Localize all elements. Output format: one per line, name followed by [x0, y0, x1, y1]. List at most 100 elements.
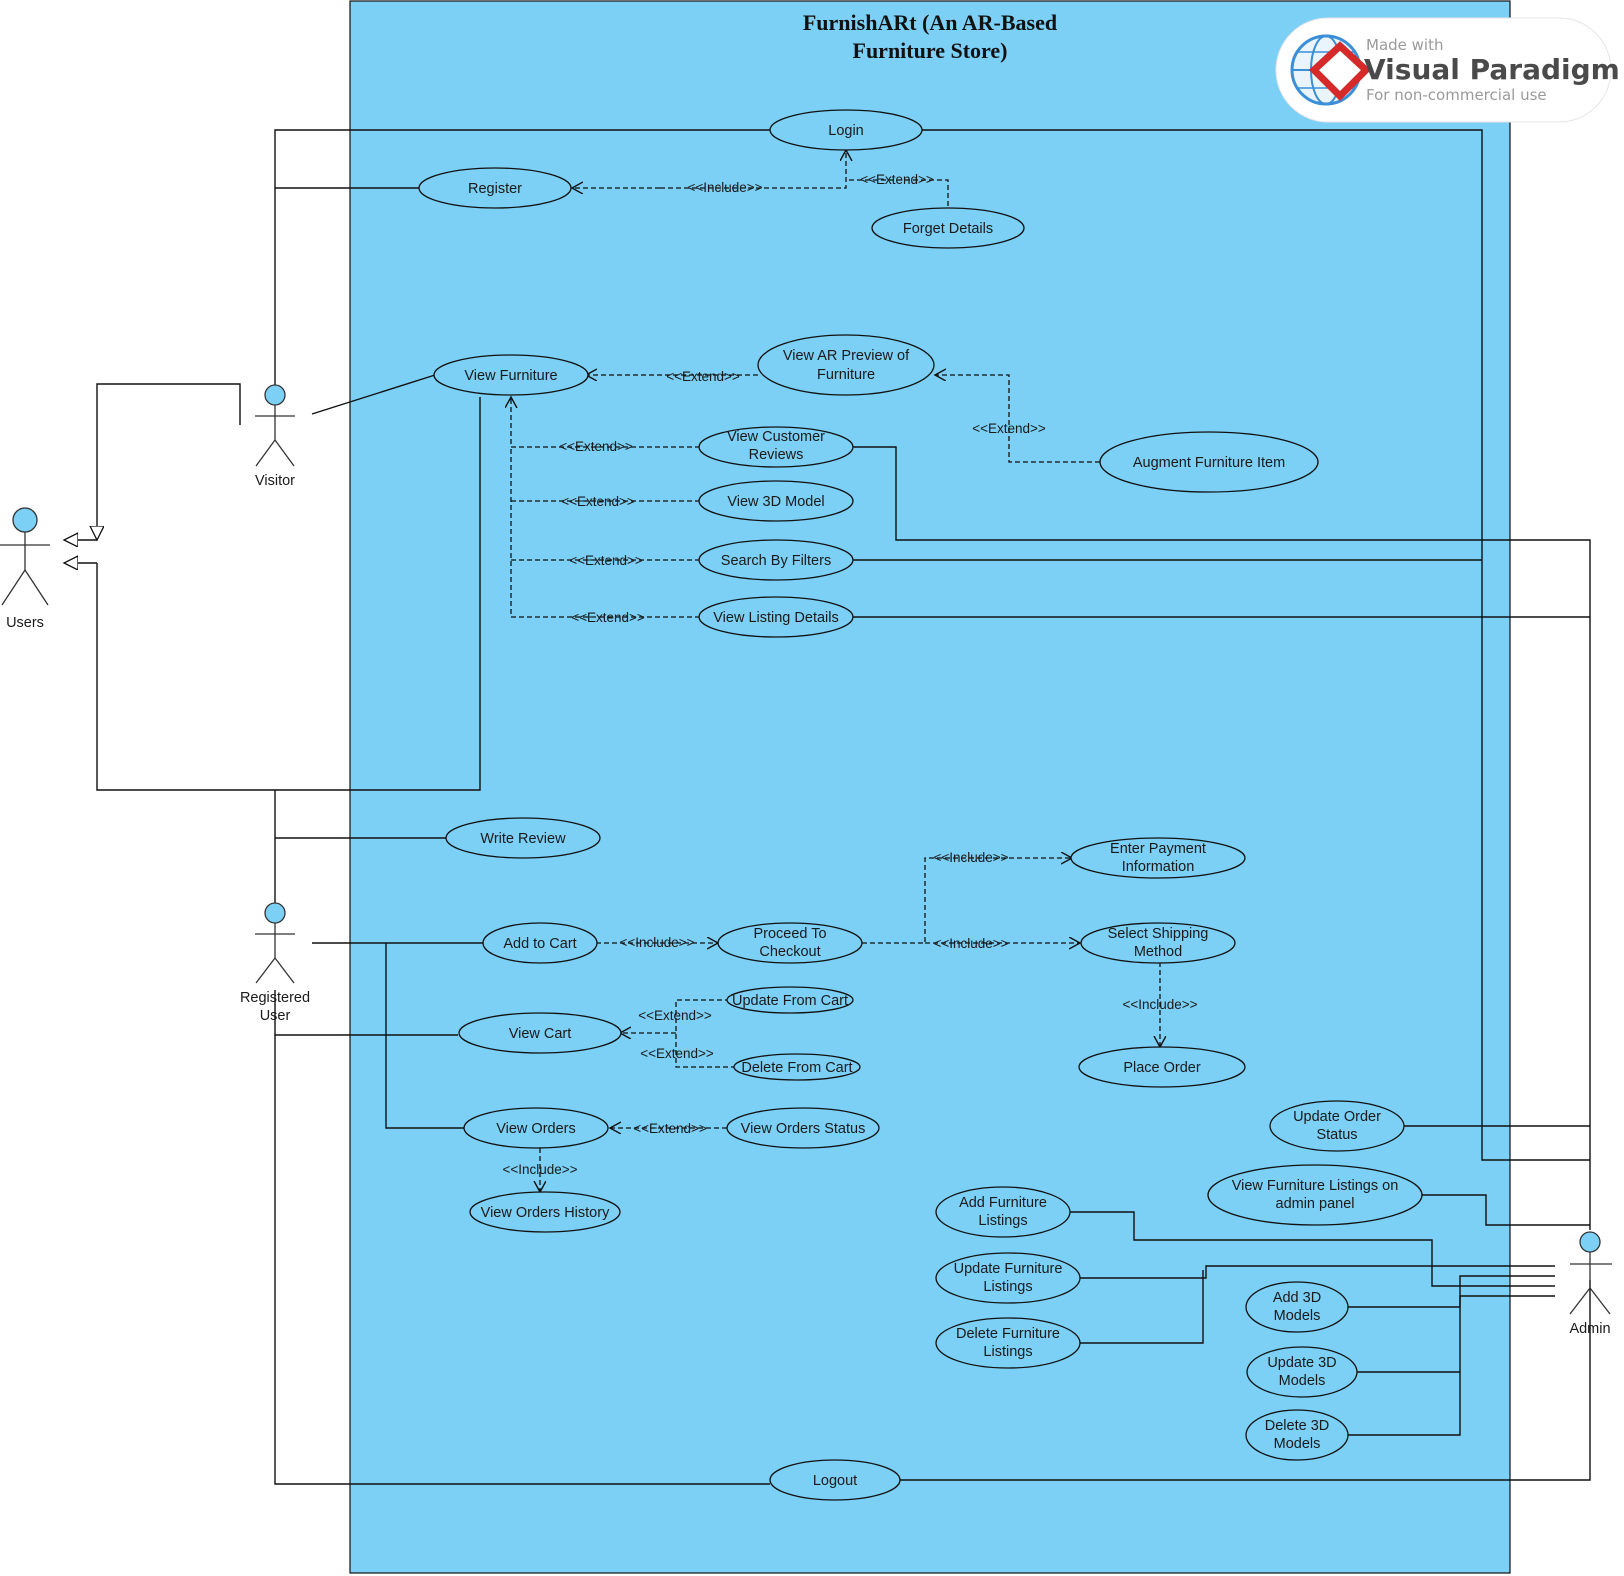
- extend-label-search: <<Extend>>: [569, 553, 643, 568]
- svg-text:View Cart: View Cart: [509, 1026, 572, 1042]
- dependencies: [511, 150, 1160, 1192]
- use-case-view-furniture[interactable]: View Furniture: [433, 354, 589, 396]
- svg-text:Admin: Admin: [1569, 1321, 1610, 1337]
- svg-text:Models: Models: [1274, 1436, 1321, 1452]
- extend-label-orders-status: <<Extend>>: [633, 1121, 707, 1136]
- use-case-delete-furniture-listings[interactable]: Delete Furniture Listings: [935, 1317, 1081, 1369]
- actor-registered-user[interactable]: Registered User: [240, 902, 310, 1024]
- svg-text:Enter Payment: Enter Payment: [1110, 841, 1206, 857]
- extend-label-delete-cart: <<Extend>>: [640, 1046, 714, 1061]
- extend-label-forget: <<Extend>>: [860, 172, 934, 187]
- use-case-enter-payment-information[interactable]: Enter Payment Information: [1070, 837, 1246, 879]
- svg-text:Delete From Cart: Delete From Cart: [741, 1060, 852, 1076]
- watermark-note: For non-commercial use: [1366, 86, 1547, 104]
- use-case-register[interactable]: Register: [418, 167, 572, 209]
- use-case-update-order-status[interactable]: Update Order Status: [1269, 1100, 1405, 1152]
- svg-text:admin panel: admin panel: [1276, 1196, 1355, 1212]
- use-case-view-ar-preview[interactable]: View AR Preview of Furniture: [757, 334, 935, 396]
- svg-text:Add 3D: Add 3D: [1273, 1290, 1321, 1306]
- actor-users[interactable]: Users: [0, 507, 50, 631]
- use-case-delete-from-cart[interactable]: Delete From Cart: [733, 1053, 861, 1081]
- use-case-augment-furniture-item[interactable]: Augment Furniture Item: [1099, 431, 1319, 493]
- include-label-orders-history: <<Include>>: [502, 1162, 577, 1177]
- use-case-add-furniture-listings[interactable]: Add Furniture Listings: [935, 1186, 1071, 1238]
- include-label-payment: <<Include>>: [933, 850, 1008, 865]
- use-case-view-cart[interactable]: View Cart: [458, 1012, 622, 1054]
- watermark-made-with: Made with: [1366, 36, 1443, 54]
- use-case-select-shipping-method[interactable]: Select Shipping Method: [1080, 922, 1236, 964]
- svg-text:View Orders History: View Orders History: [481, 1205, 610, 1221]
- use-case-view-orders-history[interactable]: View Orders History: [469, 1191, 621, 1233]
- visual-paradigm-logo-icon: [1290, 34, 1372, 106]
- svg-text:Method: Method: [1134, 944, 1182, 960]
- svg-text:Checkout: Checkout: [759, 944, 820, 960]
- svg-text:Add Furniture: Add Furniture: [959, 1195, 1047, 1211]
- svg-text:Listings: Listings: [983, 1279, 1032, 1295]
- svg-text:Augment Furniture Item: Augment Furniture Item: [1133, 455, 1285, 471]
- extend-label-listing: <<Extend>>: [571, 610, 645, 625]
- svg-text:Register: Register: [468, 181, 522, 197]
- svg-text:Furniture: Furniture: [817, 367, 875, 383]
- use-case-view-3d-model[interactable]: View 3D Model: [698, 480, 854, 522]
- svg-text:Users: Users: [6, 615, 44, 631]
- use-case-add-to-cart[interactable]: Add to Cart: [482, 922, 598, 964]
- use-case-add-3d-models[interactable]: Add 3D Models: [1245, 1281, 1349, 1333]
- svg-text:Update 3D: Update 3D: [1267, 1355, 1336, 1371]
- svg-text:View Customer: View Customer: [727, 429, 825, 445]
- use-case-view-customer-reviews[interactable]: View Customer Reviews: [698, 426, 854, 468]
- watermark-card: [1275, 17, 1612, 123]
- use-case-logout[interactable]: Logout: [769, 1459, 901, 1501]
- actor-visitor[interactable]: Visitor: [255, 384, 295, 489]
- svg-text:View Listing Details: View Listing Details: [713, 610, 838, 626]
- svg-text:Listings: Listings: [983, 1344, 1032, 1360]
- svg-text:Write Review: Write Review: [480, 831, 566, 847]
- svg-text:View 3D Model: View 3D Model: [727, 494, 824, 510]
- svg-text:Proceed To: Proceed To: [753, 926, 826, 942]
- associations: [64, 129, 1591, 1485]
- use-case-view-orders-status[interactable]: View Orders Status: [726, 1107, 880, 1149]
- include-label-shipping: <<Include>>: [933, 936, 1008, 951]
- use-case-update-3d-models[interactable]: Update 3D Models: [1246, 1346, 1358, 1398]
- svg-text:Registered: Registered: [240, 990, 310, 1006]
- extend-label-augment: <<Extend>>: [972, 421, 1046, 436]
- use-case-delete-3d-models[interactable]: Delete 3D Models: [1245, 1409, 1349, 1461]
- use-case-update-from-cart[interactable]: Update From Cart: [726, 986, 854, 1014]
- use-case-view-listing-details[interactable]: View Listing Details: [698, 596, 854, 638]
- use-case-login[interactable]: Login: [769, 109, 923, 151]
- use-case-view-furniture-listings-admin[interactable]: View Furniture Listings on admin panel: [1207, 1164, 1423, 1226]
- use-case-place-order[interactable]: Place Order: [1078, 1046, 1246, 1088]
- watermark-brand: Visual Paradigm: [1364, 53, 1620, 86]
- system-title-line1: FurnishARt (An AR-Based: [803, 10, 1057, 35]
- svg-text:Listings: Listings: [978, 1213, 1027, 1229]
- use-case-update-furniture-listings[interactable]: Update Furniture Listings: [935, 1252, 1081, 1304]
- svg-text:Select Shipping: Select Shipping: [1108, 926, 1209, 942]
- watermark: Made with Visual Paradigm For non-commer…: [1275, 17, 1620, 123]
- use-case-view-orders[interactable]: View Orders: [463, 1107, 609, 1149]
- use-case-proceed-to-checkout[interactable]: Proceed To Checkout: [717, 922, 863, 964]
- svg-text:Add to Cart: Add to Cart: [503, 936, 576, 952]
- relation-labels: <<Include>> <<Extend>> <<Extend>> <<Exte…: [502, 172, 1197, 1177]
- svg-text:Place Order: Place Order: [1123, 1060, 1201, 1076]
- extend-label-ar-preview: <<Extend>>: [666, 369, 740, 384]
- svg-text:Update From Cart: Update From Cart: [732, 993, 848, 1009]
- svg-text:Status: Status: [1316, 1127, 1357, 1143]
- svg-text:Login: Login: [828, 123, 863, 139]
- use-case-search-by-filters[interactable]: Search By Filters: [698, 539, 854, 581]
- svg-text:Delete 3D: Delete 3D: [1265, 1418, 1329, 1434]
- svg-text:Visitor: Visitor: [255, 473, 295, 489]
- svg-text:Delete Furniture: Delete Furniture: [956, 1326, 1060, 1342]
- use-case-forget-details[interactable]: Forget Details: [871, 207, 1025, 249]
- svg-text:Logout: Logout: [813, 1473, 857, 1489]
- extend-label-reviews: <<Extend>>: [559, 439, 633, 454]
- svg-text:User: User: [260, 1008, 291, 1024]
- svg-text:Models: Models: [1274, 1308, 1321, 1324]
- svg-text:View Furniture: View Furniture: [464, 368, 557, 384]
- actor-admin[interactable]: Admin: [1569, 1231, 1612, 1337]
- svg-text:Forget Details: Forget Details: [903, 221, 993, 237]
- include-label-register: <<Include>>: [687, 180, 762, 195]
- include-label-place-order: <<Include>>: [1122, 997, 1197, 1012]
- extend-label-update-cart: <<Extend>>: [638, 1008, 712, 1023]
- use-case-write-review[interactable]: Write Review: [445, 817, 601, 859]
- svg-text:Information: Information: [1122, 859, 1195, 875]
